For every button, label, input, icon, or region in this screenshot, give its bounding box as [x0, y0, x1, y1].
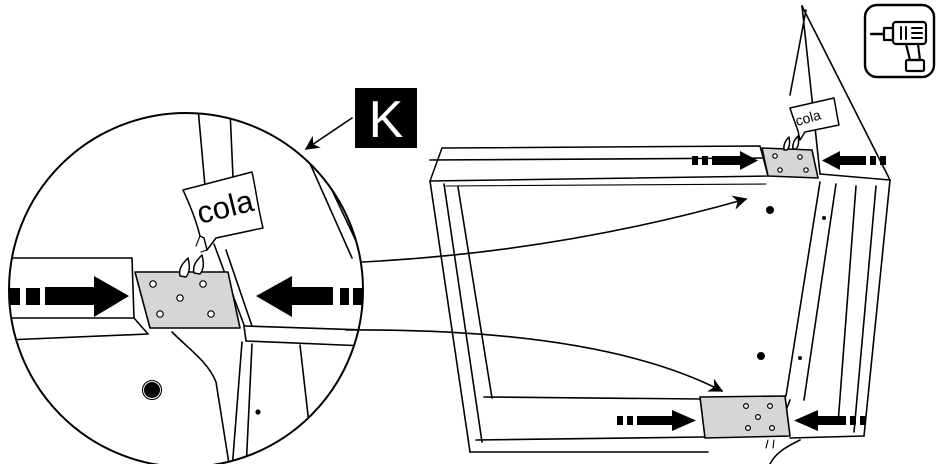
connector-top-joint [361, 195, 748, 263]
upright-panel-edge [295, 131, 353, 259]
glue-drop [792, 135, 800, 150]
screw-hole [822, 216, 826, 220]
glue-tag-detail: cola [182, 171, 264, 253]
plate-hole [199, 280, 207, 288]
push-arrow-left-detail [256, 276, 363, 317]
push-arrow-right-top [692, 151, 758, 170]
screw-hole [255, 409, 261, 415]
top-joining-plate [761, 135, 819, 179]
glue-drops [178, 254, 205, 278]
lower-panel [141, 331, 313, 464]
plate-hole [149, 280, 157, 288]
push-arrow-left-bottom [794, 410, 866, 431]
top-board [429, 145, 769, 187]
bottom-glue-tag [765, 439, 801, 464]
dowel-hole [144, 382, 160, 398]
left-board [9, 257, 149, 341]
right-board [243, 325, 363, 347]
plate-hole [156, 310, 164, 318]
detail-contents: cola [9, 113, 363, 464]
plate-hole [176, 294, 184, 302]
screw-hole [798, 356, 802, 360]
push-arrow-left-top [822, 151, 886, 170]
detail-magnifier: cola [8, 112, 364, 464]
dowel-hole [757, 352, 765, 360]
joining-plate [134, 271, 241, 329]
left-side-panel [429, 180, 493, 453]
dowel-hole [766, 206, 774, 214]
right-side-panel [775, 5, 891, 439]
step-marker: K [304, 88, 417, 150]
upright-panel-front-edge [225, 249, 253, 327]
push-arrow-right-bottom [617, 410, 696, 431]
cabinet-frame [429, 5, 891, 453]
drill-icon [863, 3, 936, 79]
detail-circle-outline [8, 112, 364, 464]
step-letter: K [369, 91, 404, 149]
glue-drop [783, 136, 791, 151]
step-pointer-arrow [304, 117, 353, 150]
glue-label-frame: cola [793, 106, 822, 129]
bottom-board [469, 396, 709, 453]
step-box [355, 88, 417, 148]
bottom-joining-plate [699, 395, 791, 439]
dowel-hole-ring [141, 379, 163, 401]
push-arrow-right-detail [9, 276, 129, 317]
plate-hole [207, 310, 215, 318]
connector-bottom-joint [345, 329, 724, 392]
glue-tag-frame: cola [789, 97, 840, 141]
